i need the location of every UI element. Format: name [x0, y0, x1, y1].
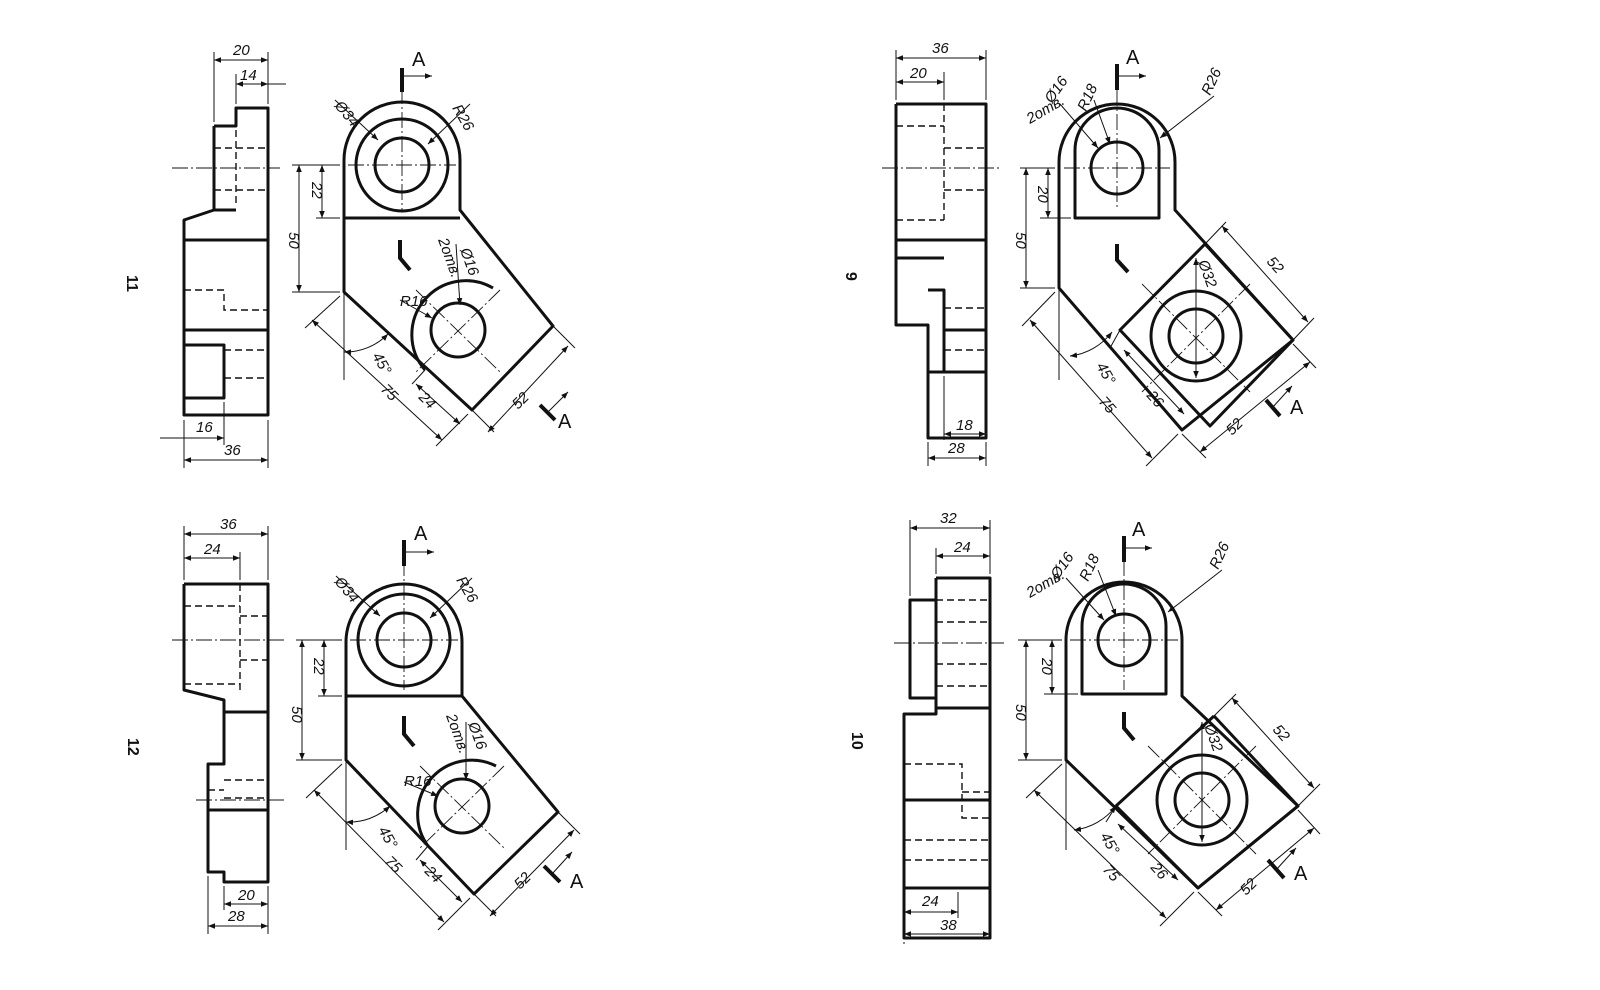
drawing-variant-10: 10 32 24 24 [848, 510, 1321, 944]
dim-length-26: 26 [1146, 859, 1171, 884]
dim-lower-diameter: Ø32 [1194, 257, 1220, 291]
section-mark-top: A [1132, 519, 1146, 541]
dim-side-upper: 20 [909, 65, 927, 82]
section-mark-bottom: A [558, 411, 572, 433]
variant-number: 12 [124, 738, 141, 756]
dim-length-52-lower: 52 [1223, 415, 1247, 439]
dim-side-boss: 14 [240, 67, 257, 84]
section-mark-bottom: A [570, 871, 584, 893]
dim-length-52-upper: 52 [1263, 253, 1287, 277]
variant-number: 10 [848, 732, 865, 750]
dim-top-radius: R26 [1198, 65, 1225, 98]
dim-side-bottom: 36 [224, 442, 241, 459]
dim-length-52-lower: 52 [1237, 875, 1261, 899]
side-view: 32 24 24 38 [894, 510, 1004, 944]
main-view: A A Ø16 2отв. R18 R26 20 50 Ø32 52 [1012, 519, 1321, 927]
dim-top-radius: R26 [453, 574, 482, 607]
dim-side-width: 36 [220, 516, 237, 533]
dim-length-24: 24 [420, 862, 445, 887]
dim-angle: 45° [369, 350, 395, 378]
dim-side-low2: 28 [947, 440, 965, 457]
drawing-variant-11: 11 20 14 [123, 42, 576, 468]
dim-length-75: 75 [377, 381, 401, 405]
dim-length-75: 75 [1099, 861, 1123, 885]
dim-length-24: 24 [414, 388, 439, 413]
dim-outer-diameter: Ø34 [330, 97, 362, 130]
dim-side-upper: 24 [953, 539, 971, 556]
section-mark-bottom: A [1294, 863, 1308, 885]
dim-side-low1: 24 [921, 893, 939, 910]
section-mark-top: A [412, 49, 426, 71]
dim-height-22: 22 [310, 657, 327, 675]
drawing-variant-9: 9 36 20 18 [842, 40, 1317, 467]
dim-side-low1: 18 [956, 417, 973, 434]
main-view: A A Ø34 R26 Ø16 2отв. R16 22 50 75 [288, 523, 584, 931]
dim-side-width: 32 [940, 510, 957, 527]
dim-height-20: 20 [1038, 657, 1055, 675]
dim-side-upper: 24 [203, 541, 221, 558]
section-mark-top: A [414, 523, 428, 545]
dim-side-low1: 20 [237, 887, 255, 904]
dim-side-width: 20 [232, 42, 250, 59]
dim-angle: 45° [1093, 360, 1119, 388]
dim-inner-radius: R18 [1076, 551, 1103, 584]
dim-hole-count: 2отв. [1023, 566, 1068, 602]
dim-side-width: 36 [932, 40, 949, 57]
main-view: A A Ø16 2отв. R18 R26 20 50 Ø32 52 [1012, 47, 1317, 467]
dim-height-50: 50 [1012, 232, 1029, 249]
section-mark-bottom: A [1290, 397, 1304, 419]
main-view: A A Ø34 R26 Ø16 2отв. R16 22 50 [285, 49, 576, 447]
side-view: 20 14 36 16 [160, 42, 286, 468]
dim-lower-radius: R16 [400, 293, 428, 310]
dim-outer-diameter: Ø34 [330, 573, 362, 606]
dim-side-low2: 38 [940, 917, 957, 934]
side-view: 36 20 18 28 [882, 40, 1000, 466]
dim-angle: 45° [1097, 830, 1123, 858]
dim-height-22: 22 [308, 181, 325, 199]
dim-top-radius: R26 [1206, 539, 1233, 572]
dim-length-52: 52 [511, 869, 535, 893]
dim-length-75: 75 [381, 853, 405, 877]
dim-height-50: 50 [1012, 704, 1029, 721]
dim-side-low2: 28 [227, 908, 245, 925]
section-mark-top: A [1126, 47, 1140, 69]
variant-number: 11 [123, 275, 140, 292]
dim-height-50: 50 [288, 706, 305, 723]
dim-lower-radius: R16 [404, 773, 432, 790]
dim-angle: 45° [375, 824, 401, 852]
dim-height-20: 20 [1034, 185, 1051, 203]
variant-number: 9 [842, 272, 859, 281]
dim-side-step: 16 [196, 419, 213, 436]
drawing-variant-12: 12 36 24 20 [124, 516, 584, 934]
side-view: 36 24 20 28 [172, 516, 284, 934]
dim-length-52: 52 [509, 389, 533, 413]
dim-height-50: 50 [285, 232, 302, 249]
